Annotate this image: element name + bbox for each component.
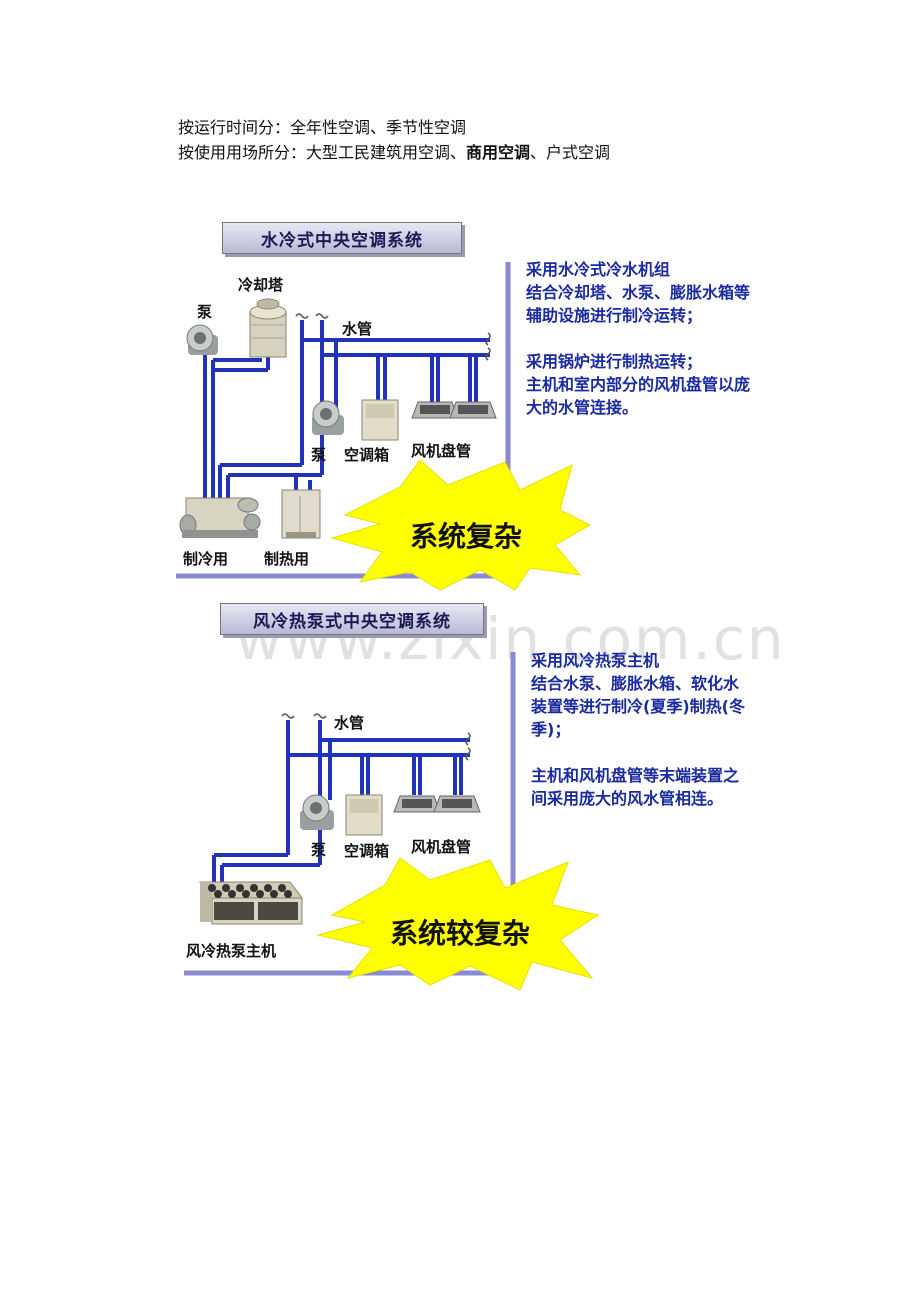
section2-desc-line: 采用风冷热泵主机 (531, 651, 660, 670)
section1-title: 水冷式中央空调系统 (222, 222, 462, 254)
section1-pump-mid-graphic (312, 400, 344, 435)
section1-label-ahu: 空调箱 (344, 446, 390, 464)
section1-burst-shape (330, 459, 592, 591)
section1-heater-graphic (281, 489, 321, 539)
section1-desc-line: 主机和室内部分的风机盘管以庞 (526, 375, 751, 394)
intro-line-2-part-a: 按使用用场所分：大型工民建筑用空调、 (178, 143, 467, 162)
section2-label-fcu: 风机盘管 (411, 838, 472, 856)
section2-desc-line (531, 741, 745, 764)
intro-line-1: 按运行时间分：全年性空调、季节性空调 (178, 118, 467, 137)
section1-cooling-tower-graphic (249, 298, 287, 358)
section1-desc-line: 结合冷却塔、水泵、膨胀水箱等 (526, 283, 751, 302)
section1-ahu-graphic (361, 399, 399, 441)
section1-label-heater: 制热用 (264, 550, 310, 568)
section1-label-pump-top: 泵 (197, 303, 213, 321)
section1-label-cooling-tower: 冷却塔 (238, 276, 284, 294)
section1-label-chiller: 制冷用 (183, 550, 229, 568)
section2-pump-graphic (300, 794, 334, 830)
section2-desc-line: 季)； (531, 720, 571, 739)
section1-desc-line: 辅助设施进行制冷运转； (526, 306, 703, 325)
section2-label-ahu: 空调箱 (344, 842, 390, 860)
section1-description: 采用水冷式冷水机组 结合冷却塔、水泵、膨胀水箱等 辅助设施进行制冷运转； 采用锅… (526, 258, 750, 419)
section2-fcu-graphic (393, 795, 481, 813)
section2-label-heat-pump: 风冷热泵主机 (186, 942, 277, 960)
section1-fcu-graphic (411, 401, 497, 419)
section2-pipe-break-marks (281, 713, 471, 761)
section1-chiller-graphic (179, 497, 261, 538)
section2-ahu-graphic (345, 794, 383, 836)
section1-label-fcu: 风机盘管 (411, 442, 472, 460)
section2-desc-line: 主机和风机盘管等末端装置之 (531, 766, 740, 785)
section2-description: 采用风冷热泵主机 结合水泵、膨胀水箱、软化水 装置等进行制冷(夏季)制热(冬 季… (531, 649, 745, 810)
section1-desc-line: 大的水管连接。 (526, 398, 639, 417)
section1-pipes (203, 320, 490, 500)
section2-desc-line: 装置等进行制冷(夏季)制热(冬 (531, 697, 745, 716)
section2-label-pump: 泵 (311, 841, 327, 859)
section2-desc-line: 间采用庞大的风水管相连。 (531, 789, 724, 808)
section2-burst-text: 系统较复杂 (390, 917, 531, 950)
section2-label-water-pipe: 水管 (334, 714, 365, 732)
intro-line-2-part-c: 、户式空调 (530, 143, 611, 162)
section1-label-pump-mid: 泵 (311, 446, 327, 464)
section1-desc-line (526, 327, 750, 350)
intro-line-2: 按使用用场所分：大型工民建筑用空调、商用空调、户式空调 (178, 139, 610, 163)
intro-line-2-highlight: 商用空调 (466, 143, 531, 162)
section2-burst-shape (316, 857, 600, 991)
section1-label-water-pipe: 水管 (342, 320, 373, 338)
section2-heat-pump-graphic (199, 881, 303, 925)
section1-burst-text: 系统复杂 (410, 520, 523, 553)
section2-title: 风冷热泵式中央空调系统 (220, 603, 484, 635)
section2-desc-line: 结合水泵、膨胀水箱、软化水 (531, 674, 740, 693)
section1-desc-line: 采用水冷式冷水机组 (526, 260, 671, 279)
section1-desc-line: 采用锅炉进行制热运转； (526, 352, 703, 371)
section2-pipes (212, 720, 470, 885)
section1-pump-top-graphic (186, 324, 218, 355)
section1-pipe-break-marks (295, 313, 491, 361)
